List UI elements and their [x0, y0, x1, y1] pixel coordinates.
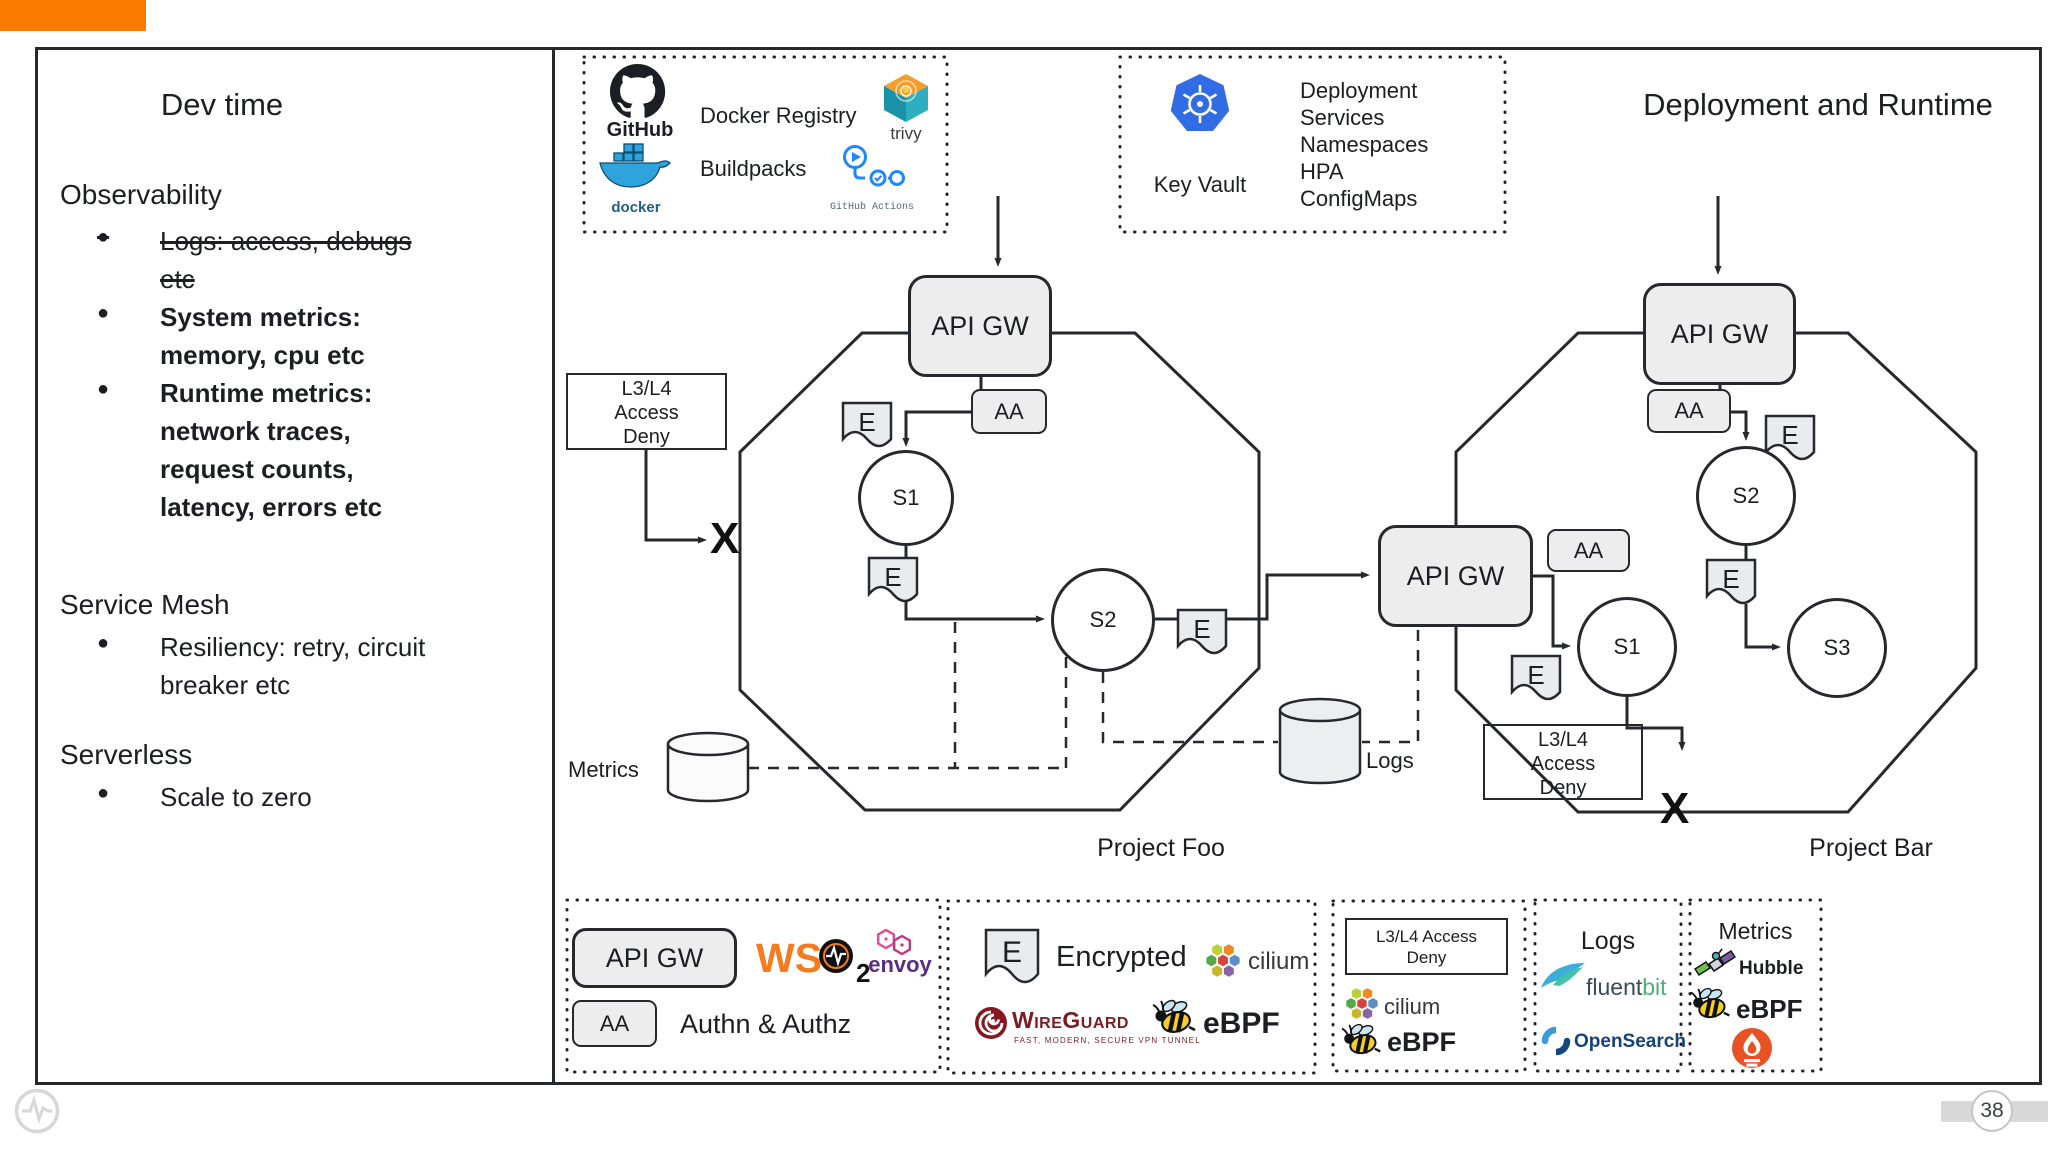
- ebpf-label: eBPF: [1736, 994, 1803, 1024]
- wso2-logo-text: WS: [756, 934, 822, 983]
- service-s2-foo: S2: [1051, 568, 1155, 672]
- buildpacks-label: Buildpacks: [700, 156, 807, 181]
- deny-line: Deny: [1539, 777, 1587, 799]
- observability-heading: Observability: [60, 179, 222, 210]
- flag-e: E: [858, 406, 876, 437]
- service-mesh-heading: Service Mesh: [60, 589, 230, 620]
- k8s-resource-services: Services: [1300, 105, 1385, 130]
- k8s-resource-deployment: Deployment: [1300, 78, 1418, 103]
- legend-metrics-title: Metrics: [1718, 918, 1793, 944]
- service-s1-bar: S1: [1577, 597, 1677, 697]
- legend-deny-line: Deny: [1406, 948, 1447, 967]
- service-s2-bar: S2: [1696, 446, 1796, 546]
- bullet-text: Runtime metrics: network traces, request…: [160, 378, 383, 522]
- deny-box-right: L3/L4 Access Deny: [1483, 724, 1643, 800]
- k8s-resource-hpa: HPA: [1300, 159, 1344, 184]
- page-number: 38: [1980, 1099, 2004, 1122]
- encrypted-label: Encrypted: [1056, 941, 1187, 973]
- opensearch-label: OpenSearch: [1574, 1031, 1686, 1052]
- ebpf-label: eBPF: [1203, 1007, 1280, 1040]
- deny-line: Access: [1530, 753, 1596, 775]
- logs-store-label: Logs: [1366, 748, 1414, 773]
- bullet-runtime-metrics: ● Runtime metrics: network traces, reque…: [37, 374, 537, 526]
- deny-box-left: L3/L4 Access Deny: [566, 373, 727, 450]
- hubble-label: Hubble: [1739, 958, 1804, 979]
- bullet-dot: ●: [97, 378, 110, 400]
- service-mesh-bullets: ● Resiliency: retry, circuit breaker etc: [37, 628, 537, 704]
- wireguard-label: WireGuard: [1012, 1007, 1129, 1033]
- authnz-label: Authn & Authz: [680, 1009, 852, 1039]
- service-s3-bar: S3: [1787, 598, 1887, 698]
- k8s-resource-configmaps: ConfigMaps: [1300, 186, 1418, 211]
- deny-line: Access: [614, 402, 679, 424]
- bullet-text: System metrics: memory, cpu etc: [160, 302, 365, 370]
- wso2-ws: WS: [756, 935, 823, 981]
- bullet-scale-to-zero: ● Scale to zero: [37, 778, 537, 816]
- envoy-label: envoy: [868, 952, 932, 977]
- deny-x-bar: X: [1660, 784, 1690, 833]
- footer-logo: [14, 1088, 60, 1134]
- api-gw-foo: API GW: [908, 275, 1052, 377]
- dev-time-title: Dev time: [160, 87, 284, 122]
- project-bar-label: Project Bar: [1809, 834, 1933, 862]
- github-actions-label: GitHub Actions: [830, 202, 915, 213]
- fluentbit-label: fluentbit: [1586, 974, 1667, 1002]
- deny-line: L3/L4: [621, 378, 672, 400]
- trivy-label: trivy: [890, 124, 922, 143]
- k8s-resource-namespaces: Namespaces: [1300, 132, 1429, 157]
- aa-middle: AA: [1547, 529, 1630, 572]
- api-gw-bar: API GW: [1643, 283, 1796, 385]
- bullet-text: Resiliency: retry, circuit breaker etc: [160, 632, 426, 700]
- docker-registry-label: Docker Registry: [700, 103, 857, 128]
- slide-accent-bar: [0, 0, 146, 31]
- wireguard-tagline: FAST, MODERN, SECURE VPN TUNNEL: [1014, 1036, 1201, 1045]
- bullet-resiliency: ● Resiliency: retry, circuit breaker etc: [37, 628, 537, 704]
- bullet-dot: ●: [97, 632, 110, 654]
- legend-api-gw: API GW: [572, 928, 737, 988]
- aa-bar: AA: [1647, 389, 1731, 433]
- legend-deny-line: L3/L4 Access: [1375, 927, 1478, 946]
- wso2-two: 2: [856, 958, 871, 988]
- github-label: GitHub: [606, 119, 674, 141]
- project-foo-label: Project Foo: [1097, 834, 1225, 862]
- flag-e: E: [884, 561, 902, 592]
- service-s1-foo: S1: [858, 450, 954, 546]
- flag-e: E: [1722, 563, 1740, 594]
- legend-deny-box: L3/L4 Access Deny: [1345, 918, 1508, 975]
- aa-foo: AA: [971, 389, 1047, 434]
- panel-divider: [552, 47, 555, 1085]
- deny-line: Deny: [623, 426, 670, 448]
- bullet-text: Logs: access, debugs etc: [160, 226, 412, 294]
- flag-e: E: [1193, 613, 1211, 644]
- flag-e: E: [1527, 659, 1545, 690]
- legend-logs-title: Logs: [1580, 927, 1636, 955]
- deny-x-foo: X: [710, 514, 740, 563]
- bullet-dot: ●: [97, 782, 110, 804]
- fluent-part: fluent: [1586, 974, 1643, 1000]
- bullet-dot: ●: [97, 226, 110, 248]
- serverless-bullets: ● Scale to zero: [37, 778, 537, 816]
- bullet-dot: ●: [97, 302, 110, 324]
- cilium-label: cilium: [1384, 994, 1441, 1019]
- ebpf-label: eBPF: [1387, 1027, 1457, 1057]
- key-vault-label: Key Vault: [1153, 172, 1247, 197]
- legend-flag-e: E: [1001, 936, 1022, 969]
- metrics-store-label: Metrics: [568, 757, 639, 782]
- content-frame: [35, 47, 2042, 1085]
- api-gw-middle: API GW: [1378, 525, 1533, 627]
- bullet-logs-struck: ● Logs: access, debugs etc: [37, 222, 537, 298]
- docker-label: docker: [611, 199, 661, 216]
- observability-bullets: ● Logs: access, debugs etc ● System metr…: [37, 222, 537, 526]
- legend-aa: AA: [572, 1000, 657, 1047]
- diagram-title: Deployment and Runtime: [1643, 87, 1993, 122]
- cilium-label: cilium: [1248, 948, 1310, 975]
- bullet-system-metrics: ● System metrics: memory, cpu etc: [37, 298, 537, 374]
- deny-line: L3/L4: [1537, 729, 1589, 751]
- flag-e: E: [1781, 419, 1799, 450]
- bullet-text: Scale to zero: [160, 782, 312, 812]
- page-number-badge: 38: [1971, 1090, 2013, 1132]
- serverless-heading: Serverless: [60, 739, 193, 770]
- bit-part: bit: [1642, 974, 1667, 1000]
